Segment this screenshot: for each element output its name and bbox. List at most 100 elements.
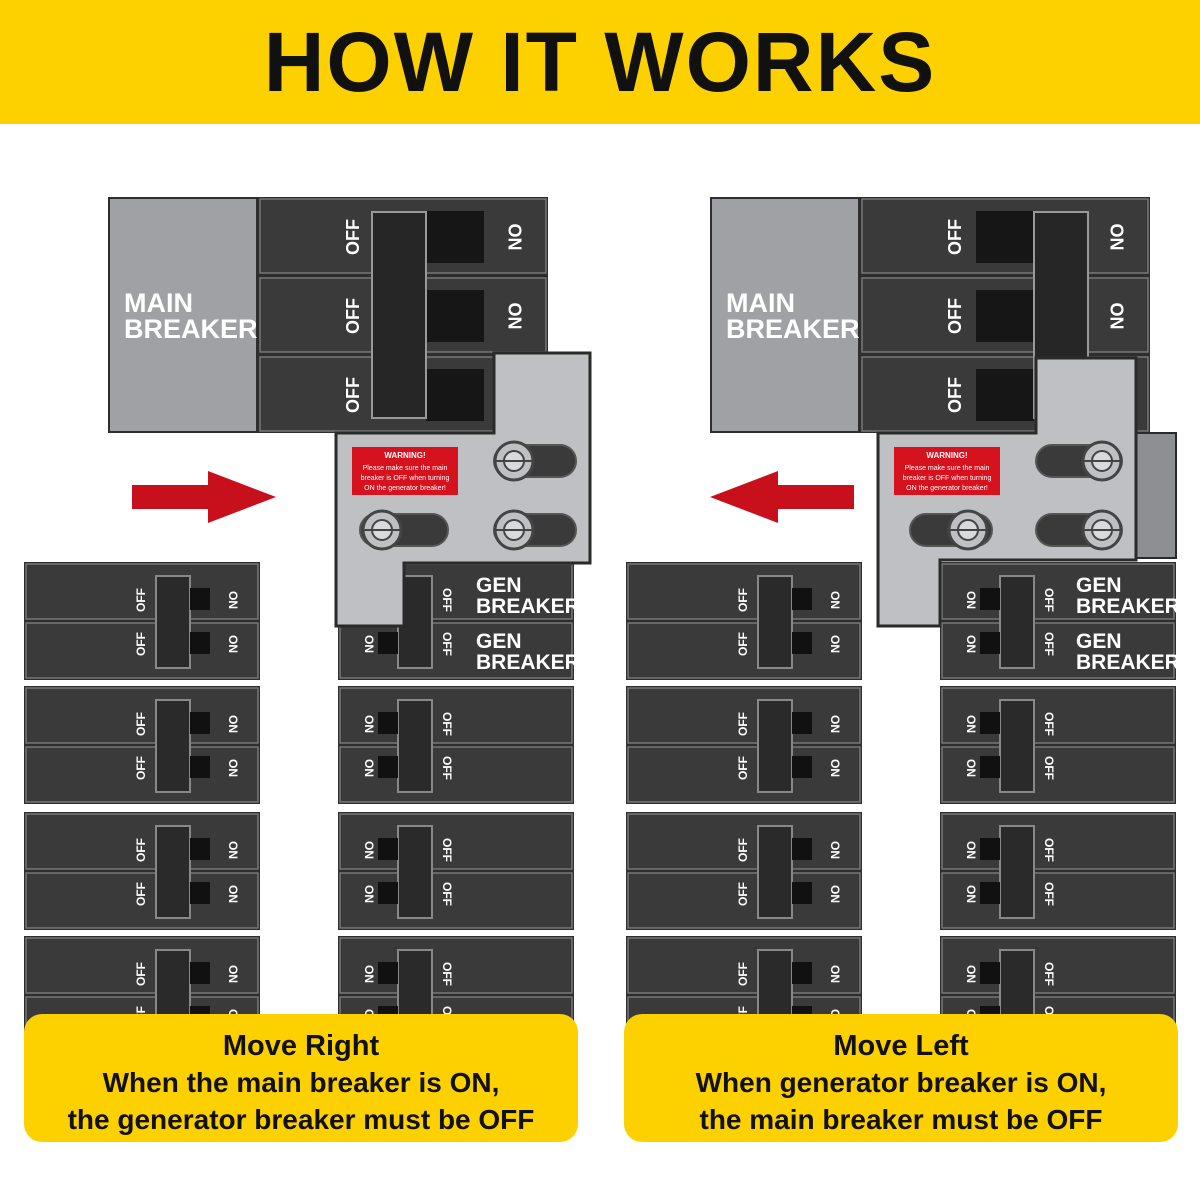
left-gen-label-2b: BREAKER [476,651,580,674]
caption-left: Move Right When the main breaker is ON, … [24,1014,578,1142]
right-col-a-off-label: OFF [736,588,750,612]
right-col-b-handle [999,699,1035,793]
right-col-b-toggle-bottom [980,756,1000,778]
right-col-b-toggle-bottom [980,882,1000,904]
caption-right: Move Left When generator breaker is ON, … [624,1014,1178,1142]
left-col-a-on-label: ON [226,591,240,609]
left-col-b-handle [397,699,433,793]
right-main-label-line2: BREAKER [726,314,860,344]
left-col-b-toggle-top [378,962,398,984]
right-col-a-off-label: OFF [736,838,750,862]
right-col-b-handle [999,825,1035,919]
right-col-a-row2-slot-top [627,687,861,744]
header-banner [0,0,1200,124]
right-col-b-toggle-bottom [980,632,1000,654]
left-col-b-toggle-top [378,712,398,734]
left-col-a-off-label: OFF [134,632,148,656]
left-main-toggle [426,290,484,342]
right-gen-label-1b: BREAKER [1076,595,1180,618]
left-col-a-toggle-top [190,838,210,860]
right-col-a-toggle-top [792,962,812,984]
left-main-label-panel [110,199,256,431]
right-col-b-on-label: ON [964,759,978,777]
left-col-b-toggle-bottom [378,882,398,904]
right-main-toggle [976,211,1034,263]
left-col-a-row2-slot-bottom [25,746,259,803]
caption-right-line2: the main breaker must be OFF [699,1104,1103,1135]
right-col-a-on-label: ON [828,715,842,733]
right-col-a-handle [757,575,793,669]
right-main-label-panel [712,199,858,431]
right-col-a-toggle-top [792,712,812,734]
right-main-label-line1: MAIN [726,288,795,318]
right-col-a-handle [757,699,793,793]
left-arrow-right [132,471,276,523]
right-col-a-row3-slot-bottom [627,872,861,929]
left-main-on-label: ON [504,303,524,330]
left-interlock-plate [334,351,592,628]
right-col-b-handle [999,575,1035,669]
left-col-b-on-label: ON [362,965,376,983]
right-warning-line1: Please make sure the main [905,465,990,472]
right-col-a-toggle-bottom [792,882,812,904]
left-col-a-on-label: ON [226,885,240,903]
right-warning-title: WARNING! [926,451,967,460]
right-gen-label-1a: GEN [1076,574,1122,597]
left-main-toggle [426,211,484,263]
right-col-a-row4-slot-top [627,937,861,994]
left-main-off-label: OFF [343,377,363,413]
right-warning-sticker: WARNING!Please make sure the mainbreaker… [894,447,1000,495]
left-col-b-on-label: ON [362,841,376,859]
right-main-off-label: OFF [945,298,965,334]
left-col-a-toggle-bottom [190,882,210,904]
left-warning-title: WARNING! [384,451,425,460]
right-col-a-on-label: ON [828,635,842,653]
right-plate-edge [1133,432,1177,559]
right-col-a-off-label: OFF [736,882,750,906]
left-col-a-toggle-top [190,588,210,610]
left-col-b-off-label: OFF [440,756,454,780]
left-col-b-on-label: ON [362,635,376,653]
right-col-a-on-label: ON [828,591,842,609]
left-col-b-handle [397,825,433,919]
left-main-off-label: OFF [343,219,363,255]
left-col-b-on-label: ON [362,759,376,777]
caption-right-title: Move Left [833,1030,969,1062]
caption-left-title: Move Right [222,1030,380,1062]
left-col-b-on-label: ON [362,885,376,903]
left-col-a-on-label: ON [226,635,240,653]
right-col-b-toggle-top [980,712,1000,734]
left-col-b-off-label: OFF [440,838,454,862]
right-col-b-toggle-top [980,588,1000,610]
right-col-a-off-label: OFF [736,712,750,736]
right-main-off-label: OFF [945,377,965,413]
right-col-b-toggle-top [980,838,1000,860]
left-col-b-toggle-top [378,838,398,860]
left-warning-bg [352,447,458,495]
right-col-a-on-label: ON [828,965,842,983]
right-col-a-row1-slot-bottom [627,622,861,679]
right-col-a-on-label: ON [828,841,842,859]
left-col-b-off-label: OFF [440,962,454,986]
left-main-toggle [426,369,484,421]
left-warning-line2: breaker is OFF when turning [361,475,450,482]
caption-left-line1: When the main breaker is ON, [102,1067,500,1098]
left-main-on-label: ON [504,224,524,251]
right-col-a-off-label: OFF [736,756,750,780]
left-gen-label-1b: BREAKER [476,595,580,618]
left-col-b-off-label: OFF [440,882,454,906]
left-col-a-off-label: OFF [134,756,148,780]
left-col-a-row1-slot-top [25,563,259,620]
left-col-b-off-label: OFF [440,632,454,656]
right-col-b-off-label: OFF [1042,882,1056,906]
left-col-a-off-label: OFF [134,962,148,986]
right-warning-bg [894,447,1000,495]
left-col-b-off-label: OFF [440,588,454,612]
page-title: HOW IT WORKS [263,15,937,109]
